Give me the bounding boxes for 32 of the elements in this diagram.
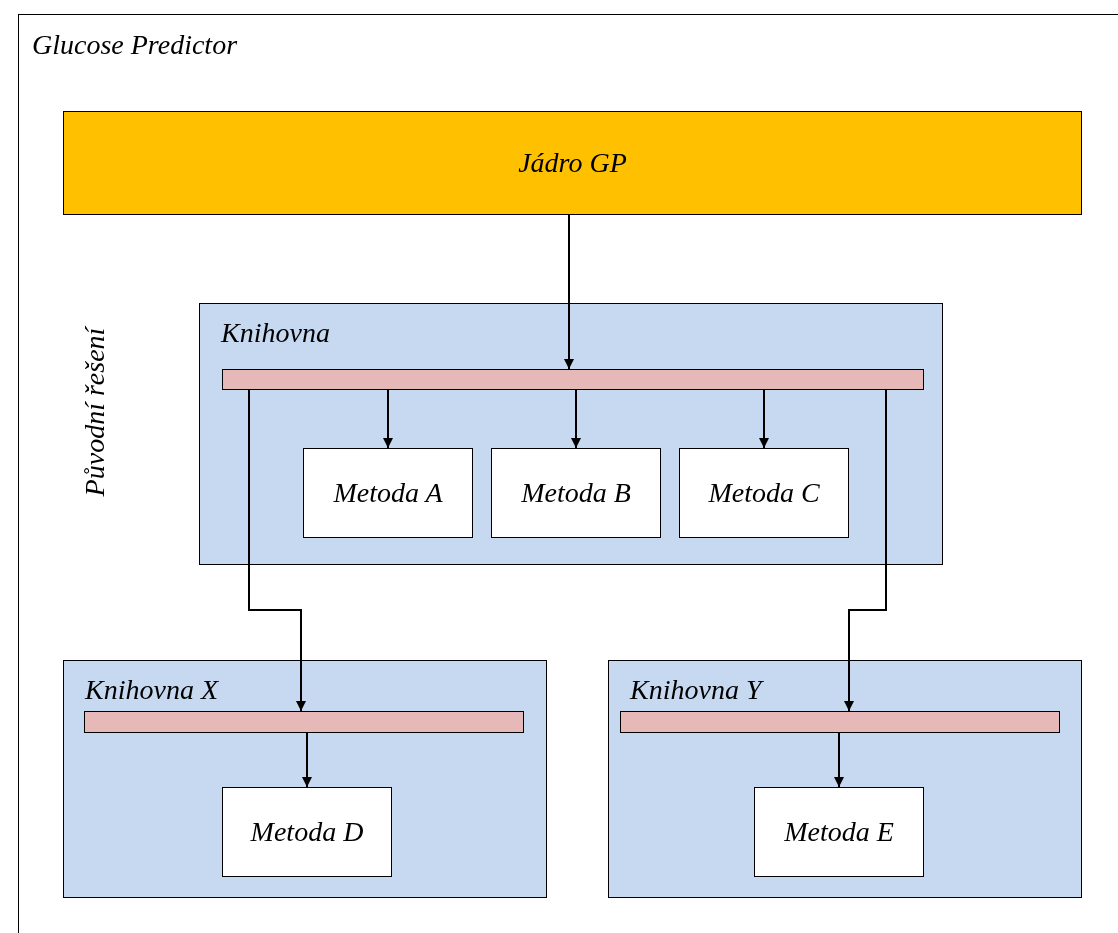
diagram-frame [18,14,1118,933]
arrow [759,389,769,449]
library-box [608,660,1082,898]
arrow [383,389,393,449]
arrow [248,389,306,712]
library-box [199,303,943,565]
method-box [754,787,924,877]
box-label: Metoda D [250,816,364,848]
interface-bar [222,369,924,390]
arrow [844,389,887,712]
interface-bar [84,711,524,733]
library-label: Knihovna [221,318,330,349]
library-label: Knihovna X [85,675,218,706]
arrow [834,732,844,788]
method-box [303,448,473,538]
box-label: Metoda E [784,816,894,848]
box-label: Metoda C [708,477,820,509]
interface-bar [620,711,1060,733]
method-box [491,448,661,538]
arrow [564,214,574,370]
arrow [571,389,581,449]
method-box [679,448,849,538]
library-box [63,660,547,898]
box-label: Jádro GP [518,147,627,179]
core-box [63,111,1082,215]
box-label: Metoda B [521,477,631,509]
frame-label: Glucose Predictor [32,30,238,61]
library-label: Knihovna Y [630,675,762,706]
arrow [302,732,312,788]
box-label: Metoda A [333,477,443,509]
method-box [222,787,392,877]
side-label: Původní řešení [79,327,111,497]
